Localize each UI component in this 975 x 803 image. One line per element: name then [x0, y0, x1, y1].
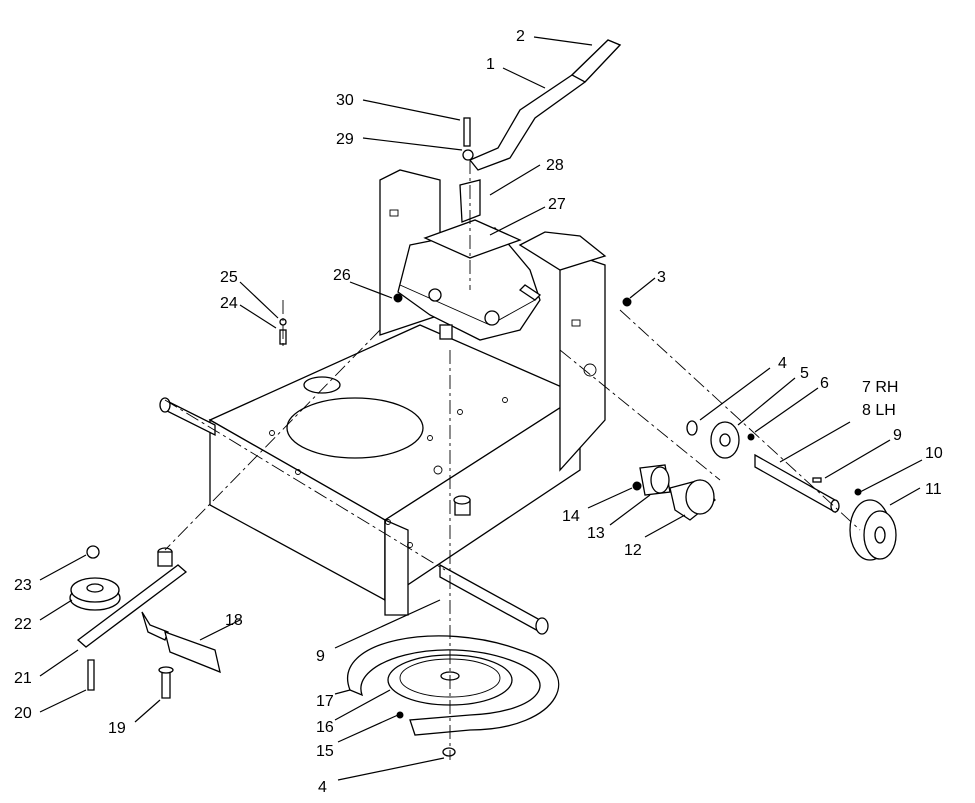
callout-10: 10 [925, 445, 943, 462]
callout-26: 26 [333, 267, 351, 284]
callout-12: 12 [624, 542, 642, 559]
callout-8: 8 LH [862, 402, 896, 419]
callout-19: 19 [108, 720, 126, 737]
callout-30: 30 [336, 92, 354, 109]
callout-13: 13 [587, 525, 605, 542]
assembly-centerlines [164, 160, 861, 760]
callout-1: 1 [486, 56, 495, 73]
callout-21: 21 [14, 670, 32, 687]
callout-7: 7 RH [862, 379, 898, 396]
callout-22: 22 [14, 616, 32, 633]
callout-5: 5 [800, 365, 809, 382]
callout-11: 11 [925, 481, 942, 498]
frame-plate [208, 324, 582, 616]
callout-25: 25 [220, 269, 238, 286]
callout-14: 14 [562, 508, 580, 525]
callout-2: 2 [516, 28, 525, 45]
callout-3: 3 [657, 269, 666, 286]
leader-lines [39, 36, 923, 781]
callout-9-right: 9 [893, 427, 902, 444]
callout-16: 16 [316, 719, 334, 736]
callout-18: 18 [225, 612, 243, 629]
callout-15: 15 [316, 743, 334, 760]
callout-17: 17 [316, 693, 334, 710]
callout-9-bottom: 9 [316, 648, 325, 665]
callout-27: 27 [548, 196, 566, 213]
callout-20: 20 [14, 705, 32, 722]
callout-labels: 2 1 30 29 28 27 26 25 24 3 4 5 6 7 RH 8 … [14, 28, 943, 796]
callout-6: 6 [820, 375, 829, 392]
hub-shaft-assembly [686, 420, 897, 561]
callout-23: 23 [14, 577, 32, 594]
axle-rods [159, 397, 549, 635]
callout-28: 28 [546, 157, 564, 174]
callout-29: 29 [336, 131, 354, 148]
callout-4-top: 4 [778, 355, 787, 372]
pulley-assembly-small [632, 464, 716, 521]
idler-arm-assembly [69, 545, 221, 699]
gearbox [393, 219, 542, 341]
callout-24: 24 [220, 295, 238, 312]
shift-handle [459, 39, 622, 223]
callout-4-bottom: 4 [318, 779, 327, 796]
